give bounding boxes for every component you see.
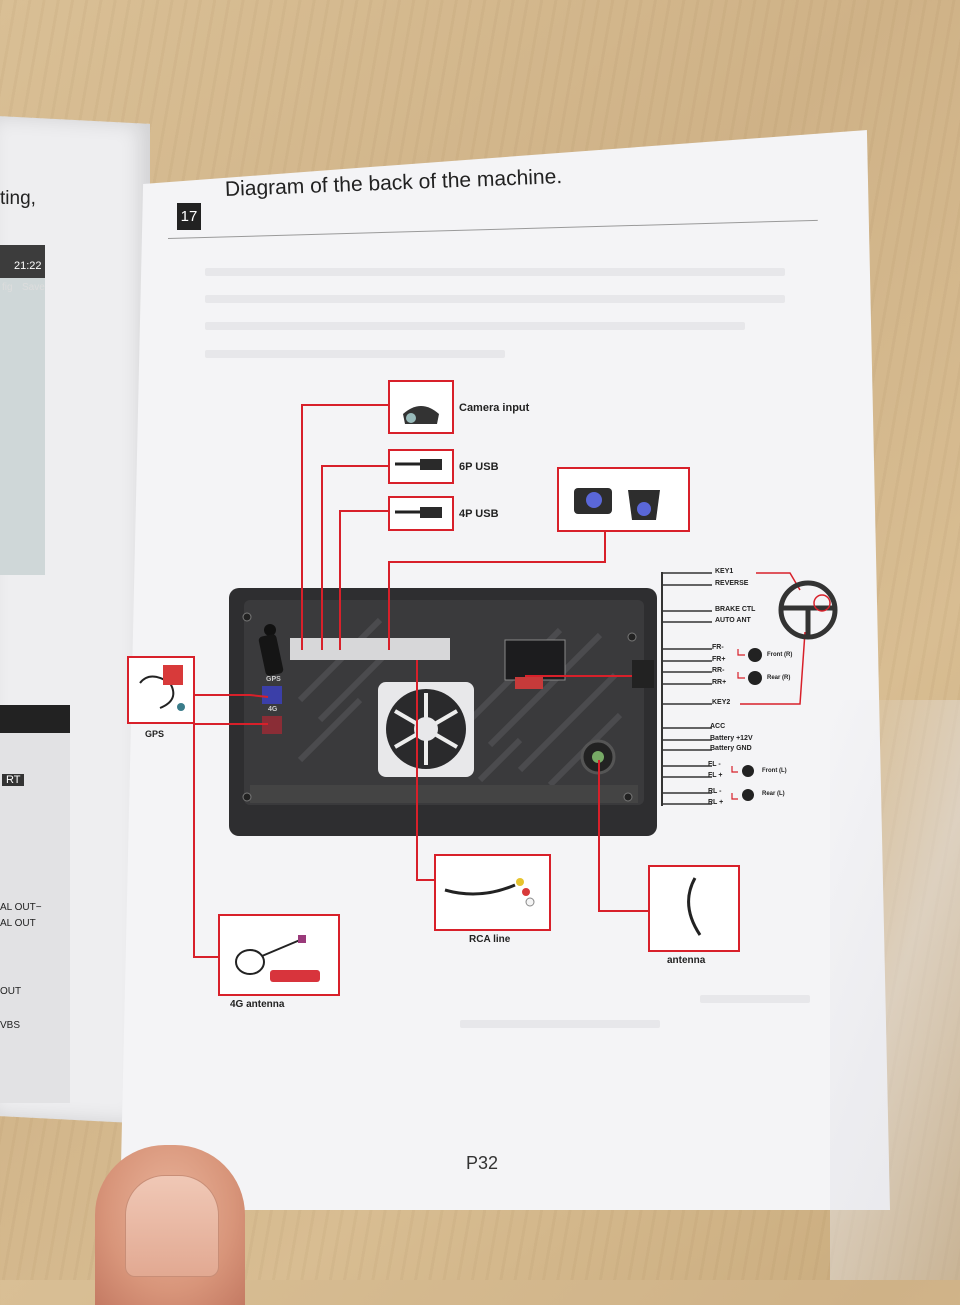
bleed-through-text [205,350,505,358]
bleed-through-text [205,322,745,330]
speaker-rear-r-label: Rear (R) [767,675,791,681]
left-screen-image [0,245,45,575]
left-line-4: VBS [0,1020,21,1031]
wire-rl-minus: RL - [708,788,722,795]
gps-label: GPS [145,729,165,739]
wire-fl-plus: FL + [708,772,723,779]
wire-key1: KEY1 [715,568,734,575]
speaker-icons [742,648,762,801]
wire-fl-minus: FL - [708,761,721,768]
wire-rr-plus: RR+ [712,679,727,686]
wire-fr-minus: FR- [712,644,724,651]
gps-port-label: GPS [266,676,281,683]
thumbnail [125,1175,219,1277]
wire-auto-ant: AUTO ANT [715,617,751,624]
wire-brake-ctl: BRAKE CTL [715,606,756,613]
left-menu-fragment-2: Save [22,282,45,293]
camera-input-label: Camera input [459,402,530,414]
left-line-3: OUT [0,986,22,997]
wire-rr-minus: RR- [712,667,725,674]
radio-antenna-callout [648,865,740,952]
usb-6p-callout [388,449,454,484]
callout-lines [193,404,649,958]
cameras-callout [557,467,690,532]
wire-harness [632,572,806,806]
port-4g-label: 4G [268,706,278,713]
page-number: P32 [466,1153,499,1173]
wire-reverse: REVERSE [715,580,749,587]
gps-callout [127,656,195,724]
left-heading-fragment: ting, [0,188,36,209]
antenna-label: antenna [667,955,706,966]
left-line-1: AL OUT− [0,902,42,913]
head-unit [229,588,657,836]
speaker-rear-l-label: Rear (L) [762,791,785,797]
speaker-front-l-label: Front (L) [762,768,787,774]
bleed-through-text [460,1020,660,1028]
bleed-through-text [700,995,810,1003]
usb-4p-callout [388,496,454,531]
steering-wheel-icon [778,580,838,640]
antenna-4g-callout [218,914,340,996]
usb-6p-label: 6P USB [459,461,499,473]
left-connector-table [0,705,70,1103]
wire-battery-12v: Battery +12V [710,735,753,742]
speaker-front-r-label: Front (R) [767,652,793,658]
left-menu-fragment-1: fig [2,282,13,293]
rca-line-label: RCA line [469,934,511,945]
plastic-glare [830,700,960,1280]
usb-4p-label: 4P USB [459,508,499,520]
wire-fr-plus: FR+ [712,656,726,663]
cooling-fan [378,682,474,777]
camera-input-callout [388,380,454,434]
left-status-time: 21:22 [14,260,42,272]
section-number-badge: 17 [177,203,201,230]
bleed-through-text [205,295,785,303]
left-line-2: AL OUT [0,918,36,929]
bleed-through-text [205,268,785,276]
antenna-4g-label: 4G antenna [230,999,285,1010]
left-tab-fragment: RT [2,774,25,786]
wire-battery-gnd: Battery GND [710,745,752,752]
wire-rl-plus: RL + [708,799,724,806]
rca-line-callout [434,854,551,931]
wire-key2: KEY2 [712,699,731,706]
wire-acc: ACC [710,723,726,730]
